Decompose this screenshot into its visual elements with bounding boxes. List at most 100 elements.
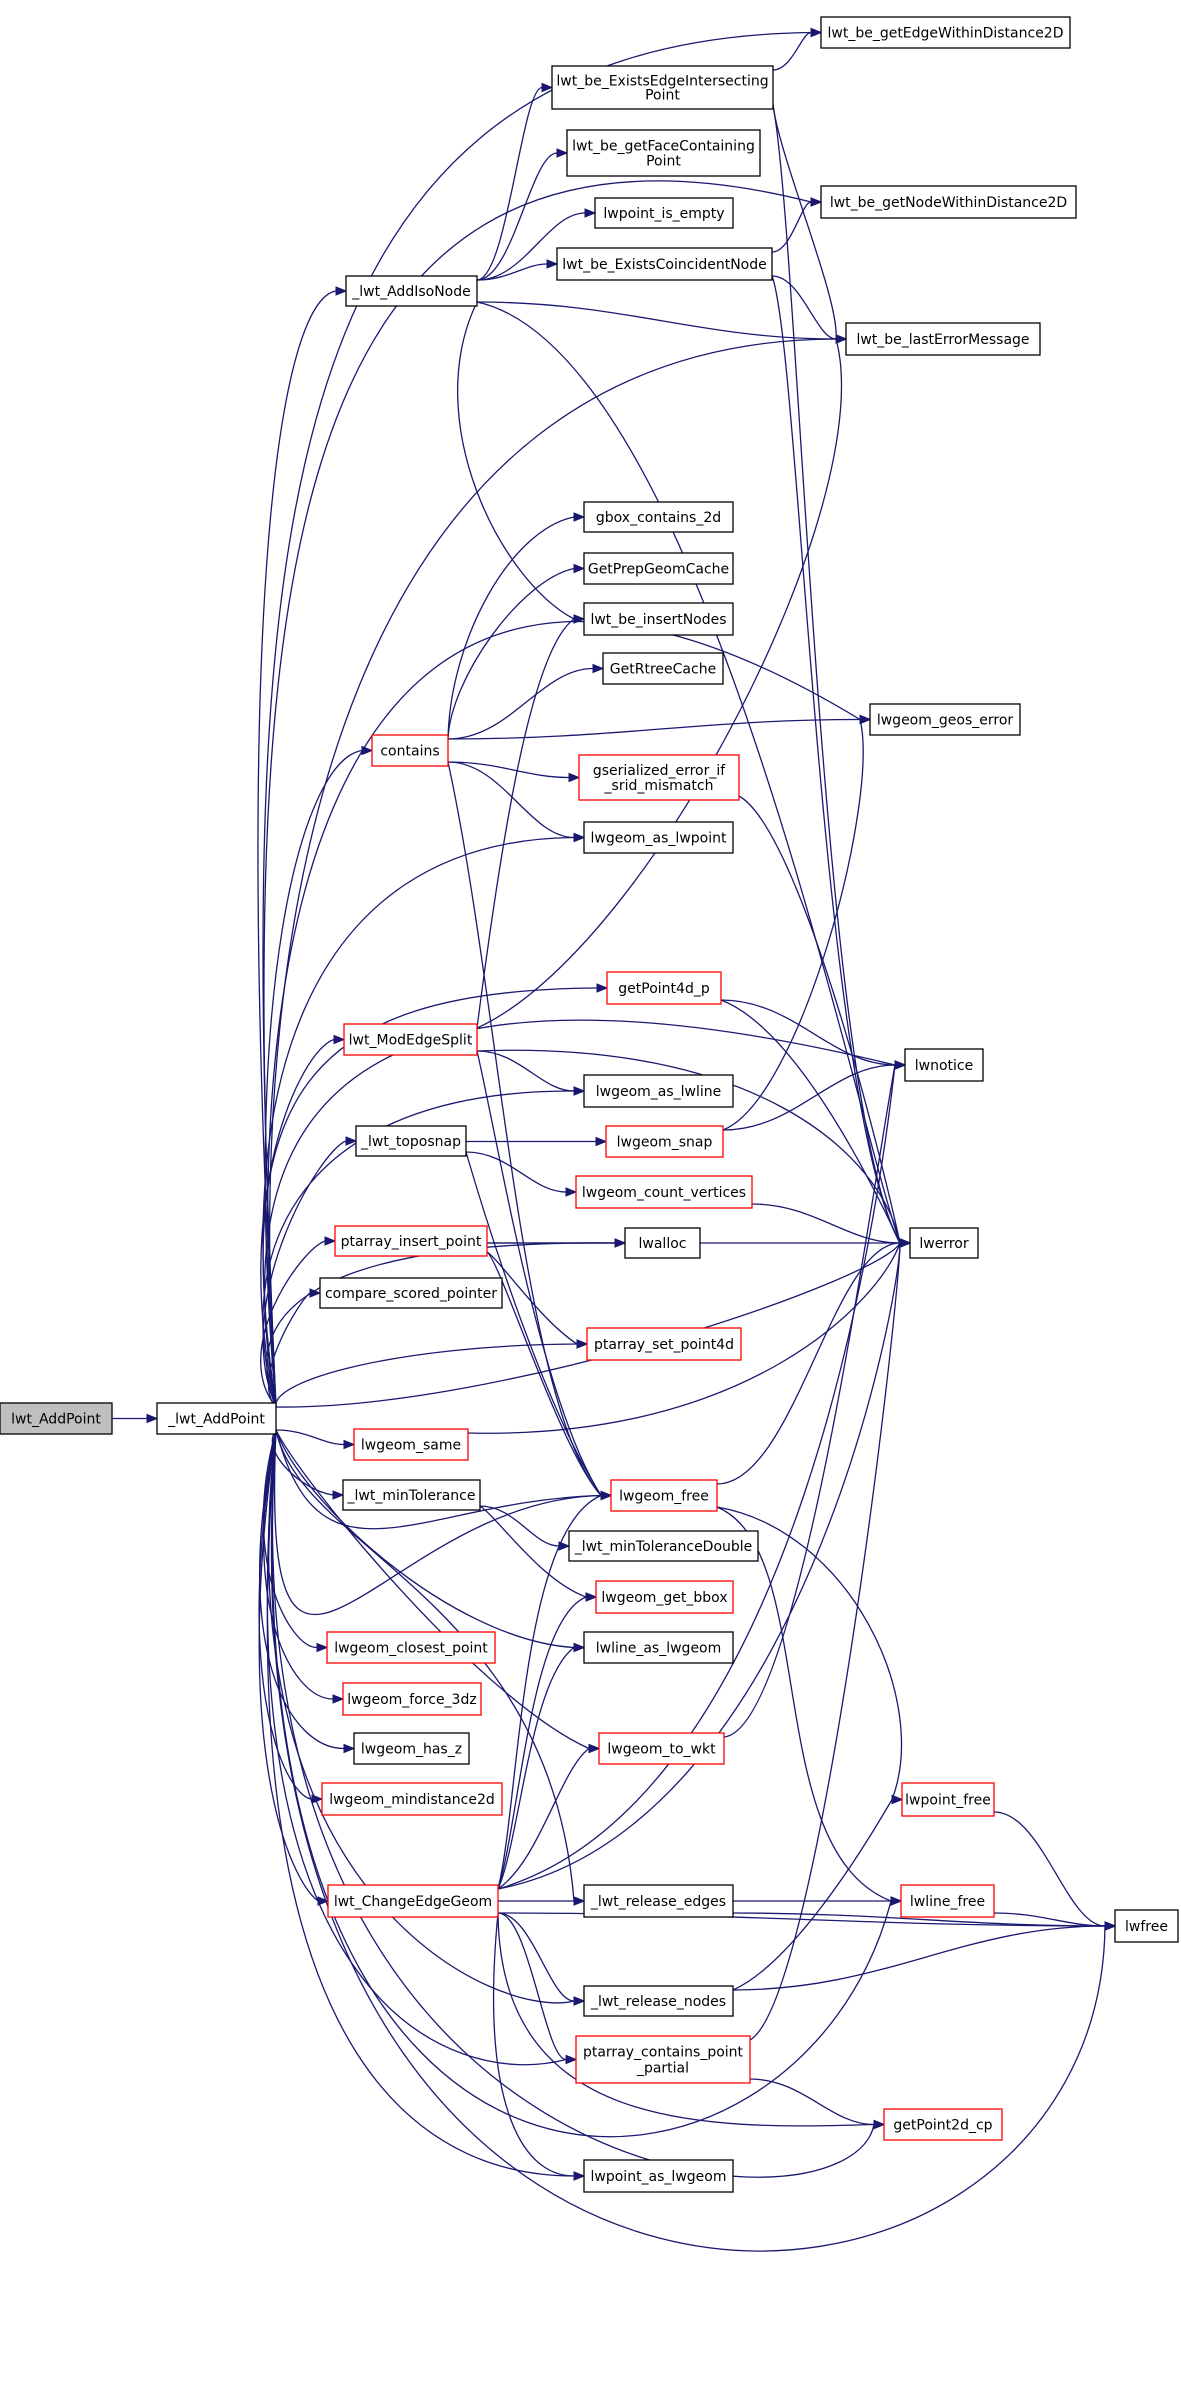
node-box — [602, 652, 724, 685]
edge-_lwt_AddIsoNode-to-lwt_be_ExistsCoincidentNode — [476, 263, 548, 281]
edge-ptarray_contains_point_partial-to-getPoint2d_cp — [749, 2078, 875, 2126]
node-lwt-be-lasterrormessage[interactable]: lwt_be_lastErrorMessage — [845, 322, 1041, 356]
node-lwt-be-getedgewithindistance2d[interactable]: lwt_be_getEdgeWithinDistance2D — [820, 16, 1071, 49]
node-compare-scored-pointer[interactable]: compare_scored_pointer — [319, 1277, 503, 1309]
edge-lwt_ChangeEdgeGeom-to-_lwt_release_nodes — [497, 1912, 575, 2002]
node-lwt-be-insertnodes[interactable]: lwt_be_insertNodes — [583, 602, 734, 636]
node-lwgeom-geos-error[interactable]: lwgeom_geos_error — [869, 703, 1021, 736]
node-lwgeom-as-lwline[interactable]: lwgeom_as_lwline — [583, 1074, 734, 1108]
node-lwgeom-count-vertices[interactable]: lwgeom_count_vertices — [575, 1175, 753, 1209]
node-lwt-addpoint[interactable]: lwt_AddPoint — [0, 1402, 113, 1435]
node--lwt-release-nodes[interactable]: _lwt_release_nodes — [583, 1985, 734, 2017]
node-lwt-be-getnodewithindistance2d[interactable]: lwt_be_getNodeWithinDistance2D — [820, 185, 1077, 219]
node-lwgeom-to-wkt[interactable]: lwgeom_to_wkt — [598, 1732, 725, 1765]
node-lwpoint-as-lwgeom[interactable]: lwpoint_as_lwgeom — [583, 2159, 734, 2193]
node-lwt-modedgesplit[interactable]: lwt_ModEdgeSplit — [343, 1023, 478, 1056]
node-box — [343, 1023, 478, 1056]
node-lwnotice[interactable]: lwnotice — [904, 1048, 984, 1082]
node-lwgeom-closest-point[interactable]: lwgeom_closest_point — [326, 1631, 496, 1664]
node-label: getPoint4d_p — [618, 981, 710, 997]
arrowhead — [835, 334, 848, 344]
arrowhead — [316, 1642, 329, 1653]
node-box — [583, 821, 734, 854]
node-getprepgeomcache[interactable]: GetPrepGeomCache — [583, 552, 734, 585]
node-label: _lwt_release_nodes — [590, 1994, 726, 2010]
edge-_lwt_AddIsoNode-to-lwt_be_lastErrorMessage — [476, 301, 837, 340]
node-getpoint2d-cp[interactable]: getPoint2d_cp — [883, 2108, 1003, 2141]
node-label: lwpoint_is_empty — [603, 206, 724, 222]
node--lwt-mintolerancedouble[interactable]: _lwt_minToleranceDouble — [568, 1530, 759, 1562]
node--lwt-toposnap[interactable]: _lwt_toposnap — [355, 1125, 467, 1157]
node-lwgeom-free[interactable]: lwgeom_free — [610, 1479, 718, 1512]
node-box — [319, 1277, 503, 1309]
node-lwt-be-existscoincidentnode[interactable]: lwt_be_ExistsCoincidentNode — [556, 247, 773, 281]
node--lwt-addpoint[interactable]: _lwt_AddPoint — [156, 1402, 277, 1435]
node-lwgeom-same[interactable]: lwgeom_same — [353, 1428, 469, 1461]
node-label: lwgeom_as_lwline — [596, 1084, 722, 1100]
edge-contains-to-gbox_contains_2d — [447, 516, 575, 740]
node-label: _lwt_minTolerance — [347, 1488, 476, 1504]
arrowhead — [573, 563, 586, 574]
node-lwalloc[interactable]: lwalloc — [624, 1227, 701, 1259]
edge-_lwt_AddPoint-to-lwline_free — [271, 1429, 892, 2138]
edge-_lwt_AddIsoNode-to-lwerror — [476, 301, 901, 1244]
edge-_lwt_AddPoint-to-lwgeom_as_lwpoint — [262, 836, 575, 1408]
node-getrtreecache[interactable]: GetRtreeCache — [602, 652, 724, 685]
node-box — [321, 1782, 503, 1816]
node-box — [610, 1479, 718, 1512]
node--lwt-release-edges[interactable]: _lwt_release_edges — [583, 1884, 734, 1918]
node-contains[interactable]: contains — [371, 734, 449, 767]
node-box — [353, 1428, 469, 1461]
edge-lwgeom_free-to-lwerror — [716, 1242, 901, 1485]
node-ptarray-set-point4d[interactable]: ptarray_set_point4d — [586, 1327, 742, 1361]
edge-lwgeom_count_vertices-to-lwerror — [751, 1203, 901, 1244]
node-box — [0, 1402, 113, 1435]
edge-getPoint4d_p-to-lwnotice — [720, 999, 896, 1066]
node-gserialized-error-if-srid-mismatch[interactable]: gserialized_error_if_srid_mismatch — [578, 754, 740, 801]
node-lwgeom-mindistance2d[interactable]: lwgeom_mindistance2d — [321, 1782, 503, 1816]
edge-_lwt_AddPoint-to-_lwt_AddIsoNode — [257, 290, 337, 1408]
node-lwt-changeedgegeom[interactable]: lwt_ChangeEdgeGeom — [327, 1884, 499, 1918]
node--lwt-addisonode[interactable]: _lwt_AddIsoNode — [345, 275, 478, 307]
edge-lwt_ChangeEdgeGeom-to-ptarray_contains_point_partial — [497, 1912, 567, 2061]
node-lwgeom-has-z[interactable]: lwgeom_has_z — [353, 1732, 470, 1765]
node-lwpoint-free[interactable]: lwpoint_free — [901, 1782, 995, 1817]
node-ptarray-contains-point-partial[interactable]: ptarray_contains_point_partial — [575, 2035, 751, 2084]
node-box — [353, 1732, 470, 1765]
node-label: lwfree — [1125, 1919, 1168, 1935]
node-lwgeom-as-lwpoint[interactable]: lwgeom_as_lwpoint — [583, 821, 734, 854]
edge-_lwt_AddPoint-to-ptarray_set_point4d — [275, 1343, 578, 1408]
edge-_lwt_AddPoint-to-ptarray_insert_point — [260, 1240, 326, 1408]
node-lwerror[interactable]: lwerror — [909, 1227, 979, 1259]
node-ptarray-insert-point[interactable]: ptarray_insert_point — [334, 1225, 488, 1257]
node-box — [1114, 1909, 1179, 1943]
node-label: lwt_be_lastErrorMessage — [856, 332, 1029, 348]
node-lwgeom-snap[interactable]: lwgeom_snap — [605, 1125, 724, 1158]
node-lwgeom-get-bbox[interactable]: lwgeom_get_bbox — [595, 1580, 734, 1614]
arrowhead — [1104, 1921, 1117, 1931]
node-lwfree[interactable]: lwfree — [1114, 1909, 1179, 1943]
node-label: lwgeom_snap — [617, 1135, 713, 1151]
edge-lwpoint_free-to-lwfree — [993, 1811, 1106, 1927]
node--lwt-mintolerance[interactable]: _lwt_minTolerance — [342, 1479, 481, 1511]
node-gbox-contains-2d[interactable]: gbox_contains_2d — [583, 501, 734, 533]
edge-lwgeom_snap-to-lwnotice — [722, 1064, 896, 1131]
edge-_lwt_AddPoint-to-contains — [264, 749, 363, 1408]
node-label: ptarray_insert_point — [341, 1234, 482, 1250]
node-getpoint4d-p[interactable]: getPoint4d_p — [606, 971, 722, 1005]
edge-getPoint4d_p-to-lwerror — [720, 999, 901, 1244]
node-lwpoint-is-empty[interactable]: lwpoint_is_empty — [594, 197, 734, 229]
node-lwline-as-lwgeom[interactable]: lwline_as_lwgeom — [583, 1631, 734, 1664]
arrowhead — [546, 259, 559, 269]
edges — [112, 27, 1117, 2252]
node-lwline-free[interactable]: lwline_free — [900, 1884, 995, 1918]
node-lwgeom-force-3dz[interactable]: lwgeom_force_3dz — [342, 1682, 482, 1716]
edge-lwt_ChangeEdgeGeom-to-lwnotice — [497, 1064, 896, 1890]
edge-lwt_ChangeEdgeGeom-to-lwline_as_lwgeom — [497, 1646, 575, 1890]
node-label: lwerror — [919, 1236, 968, 1252]
edge-_lwt_AddPoint-to-_lwt_minTolerance — [271, 1429, 334, 1496]
edge-lwgeom_to_wkt-to-lwnotice — [723, 1064, 896, 1738]
